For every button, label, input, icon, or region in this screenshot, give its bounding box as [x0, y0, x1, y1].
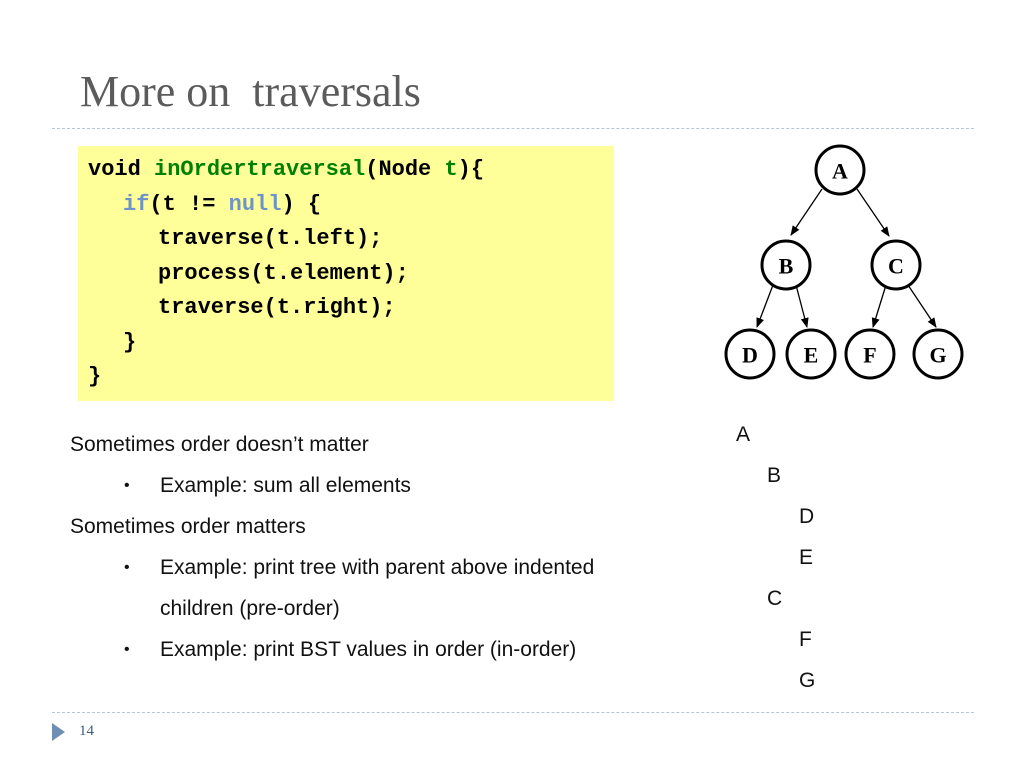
code-token: ) { [281, 191, 322, 217]
node-label: D [742, 343, 758, 368]
trace-item-f: F [799, 628, 812, 651]
bullet-level1: Sometimes order matters [70, 515, 306, 538]
code-line-1: void inOrdertraversal(Node t){ [88, 153, 614, 188]
tree-node-e: E [785, 328, 837, 380]
node-label: F [863, 343, 876, 368]
trace-item-a: A [736, 423, 751, 446]
play-triangle-icon [52, 723, 65, 741]
edge-b-d [756, 284, 774, 328]
trace-item-b: B [767, 464, 782, 487]
trace-item-d: D [799, 505, 815, 528]
edge-a-c [856, 188, 890, 237]
trace-item-e: E [799, 546, 814, 569]
code-keyword-if: if [123, 191, 150, 217]
page-number: 14 [79, 723, 94, 739]
tree-node-g: G [912, 328, 964, 380]
code-token: ){ [457, 157, 485, 182]
trace-item-c: C [767, 587, 783, 610]
bullet-list: Sometimes order doesn’t matter • Example:… [70, 424, 630, 666]
edge-c-g [907, 284, 937, 328]
node-label: C [888, 254, 904, 279]
tree-node-a: A [814, 144, 866, 196]
code-keyword-null: null [228, 191, 282, 217]
tree-node-c: C [870, 239, 922, 291]
code-line-2: if(t != null) { [88, 188, 614, 223]
edge-c-f [871, 284, 887, 328]
bullet-dot-icon: • [124, 559, 130, 576]
node-label: G [929, 343, 946, 368]
bullet-level1: Sometimes order doesn’t matter [70, 433, 369, 456]
code-block: void inOrdertraversal(Node t){ if(t != n… [78, 146, 614, 401]
code-line-3: traverse(t.left); [158, 226, 383, 251]
code-token: void [88, 157, 155, 182]
code-param-name: t [444, 157, 458, 182]
footer-divider [52, 712, 974, 713]
bullet-text: Example: print BST values in order (in-o… [160, 638, 577, 661]
edge-a-b [790, 188, 823, 236]
bullet-level2: • Example: print tree with parent above i… [70, 547, 615, 629]
code-function-name: inOrdertraversal [154, 157, 366, 182]
node-label: A [832, 159, 848, 184]
code-token: (t != [149, 191, 229, 217]
bullet-text: Example: sum all elements [160, 474, 411, 497]
node-label: E [804, 343, 819, 368]
bullet-text: Example: print tree with parent above in… [160, 556, 595, 620]
code-line-7: } [88, 364, 102, 389]
tree-node-d: D [724, 328, 776, 380]
edge-b-e [795, 284, 809, 328]
code-line-4: process(t.element); [158, 260, 409, 286]
code-line-5: traverse(t.right); [158, 295, 396, 320]
tree-node-b: B [760, 239, 812, 291]
bullet-dot-icon: • [124, 477, 130, 494]
bullet-level2: • Example: sum all elements [70, 465, 630, 506]
slide-title: More on traversals [80, 67, 421, 116]
code-line-6: } [123, 329, 137, 355]
tree-node-f: F [844, 328, 896, 380]
node-label: B [779, 254, 794, 279]
trace-item-g: G [799, 669, 816, 692]
code-token: (Node [365, 157, 445, 182]
bullet-dot-icon: • [124, 641, 130, 658]
bullet-level2: • Example: print BST values in order (in-… [70, 629, 615, 666]
title-divider [52, 128, 974, 129]
